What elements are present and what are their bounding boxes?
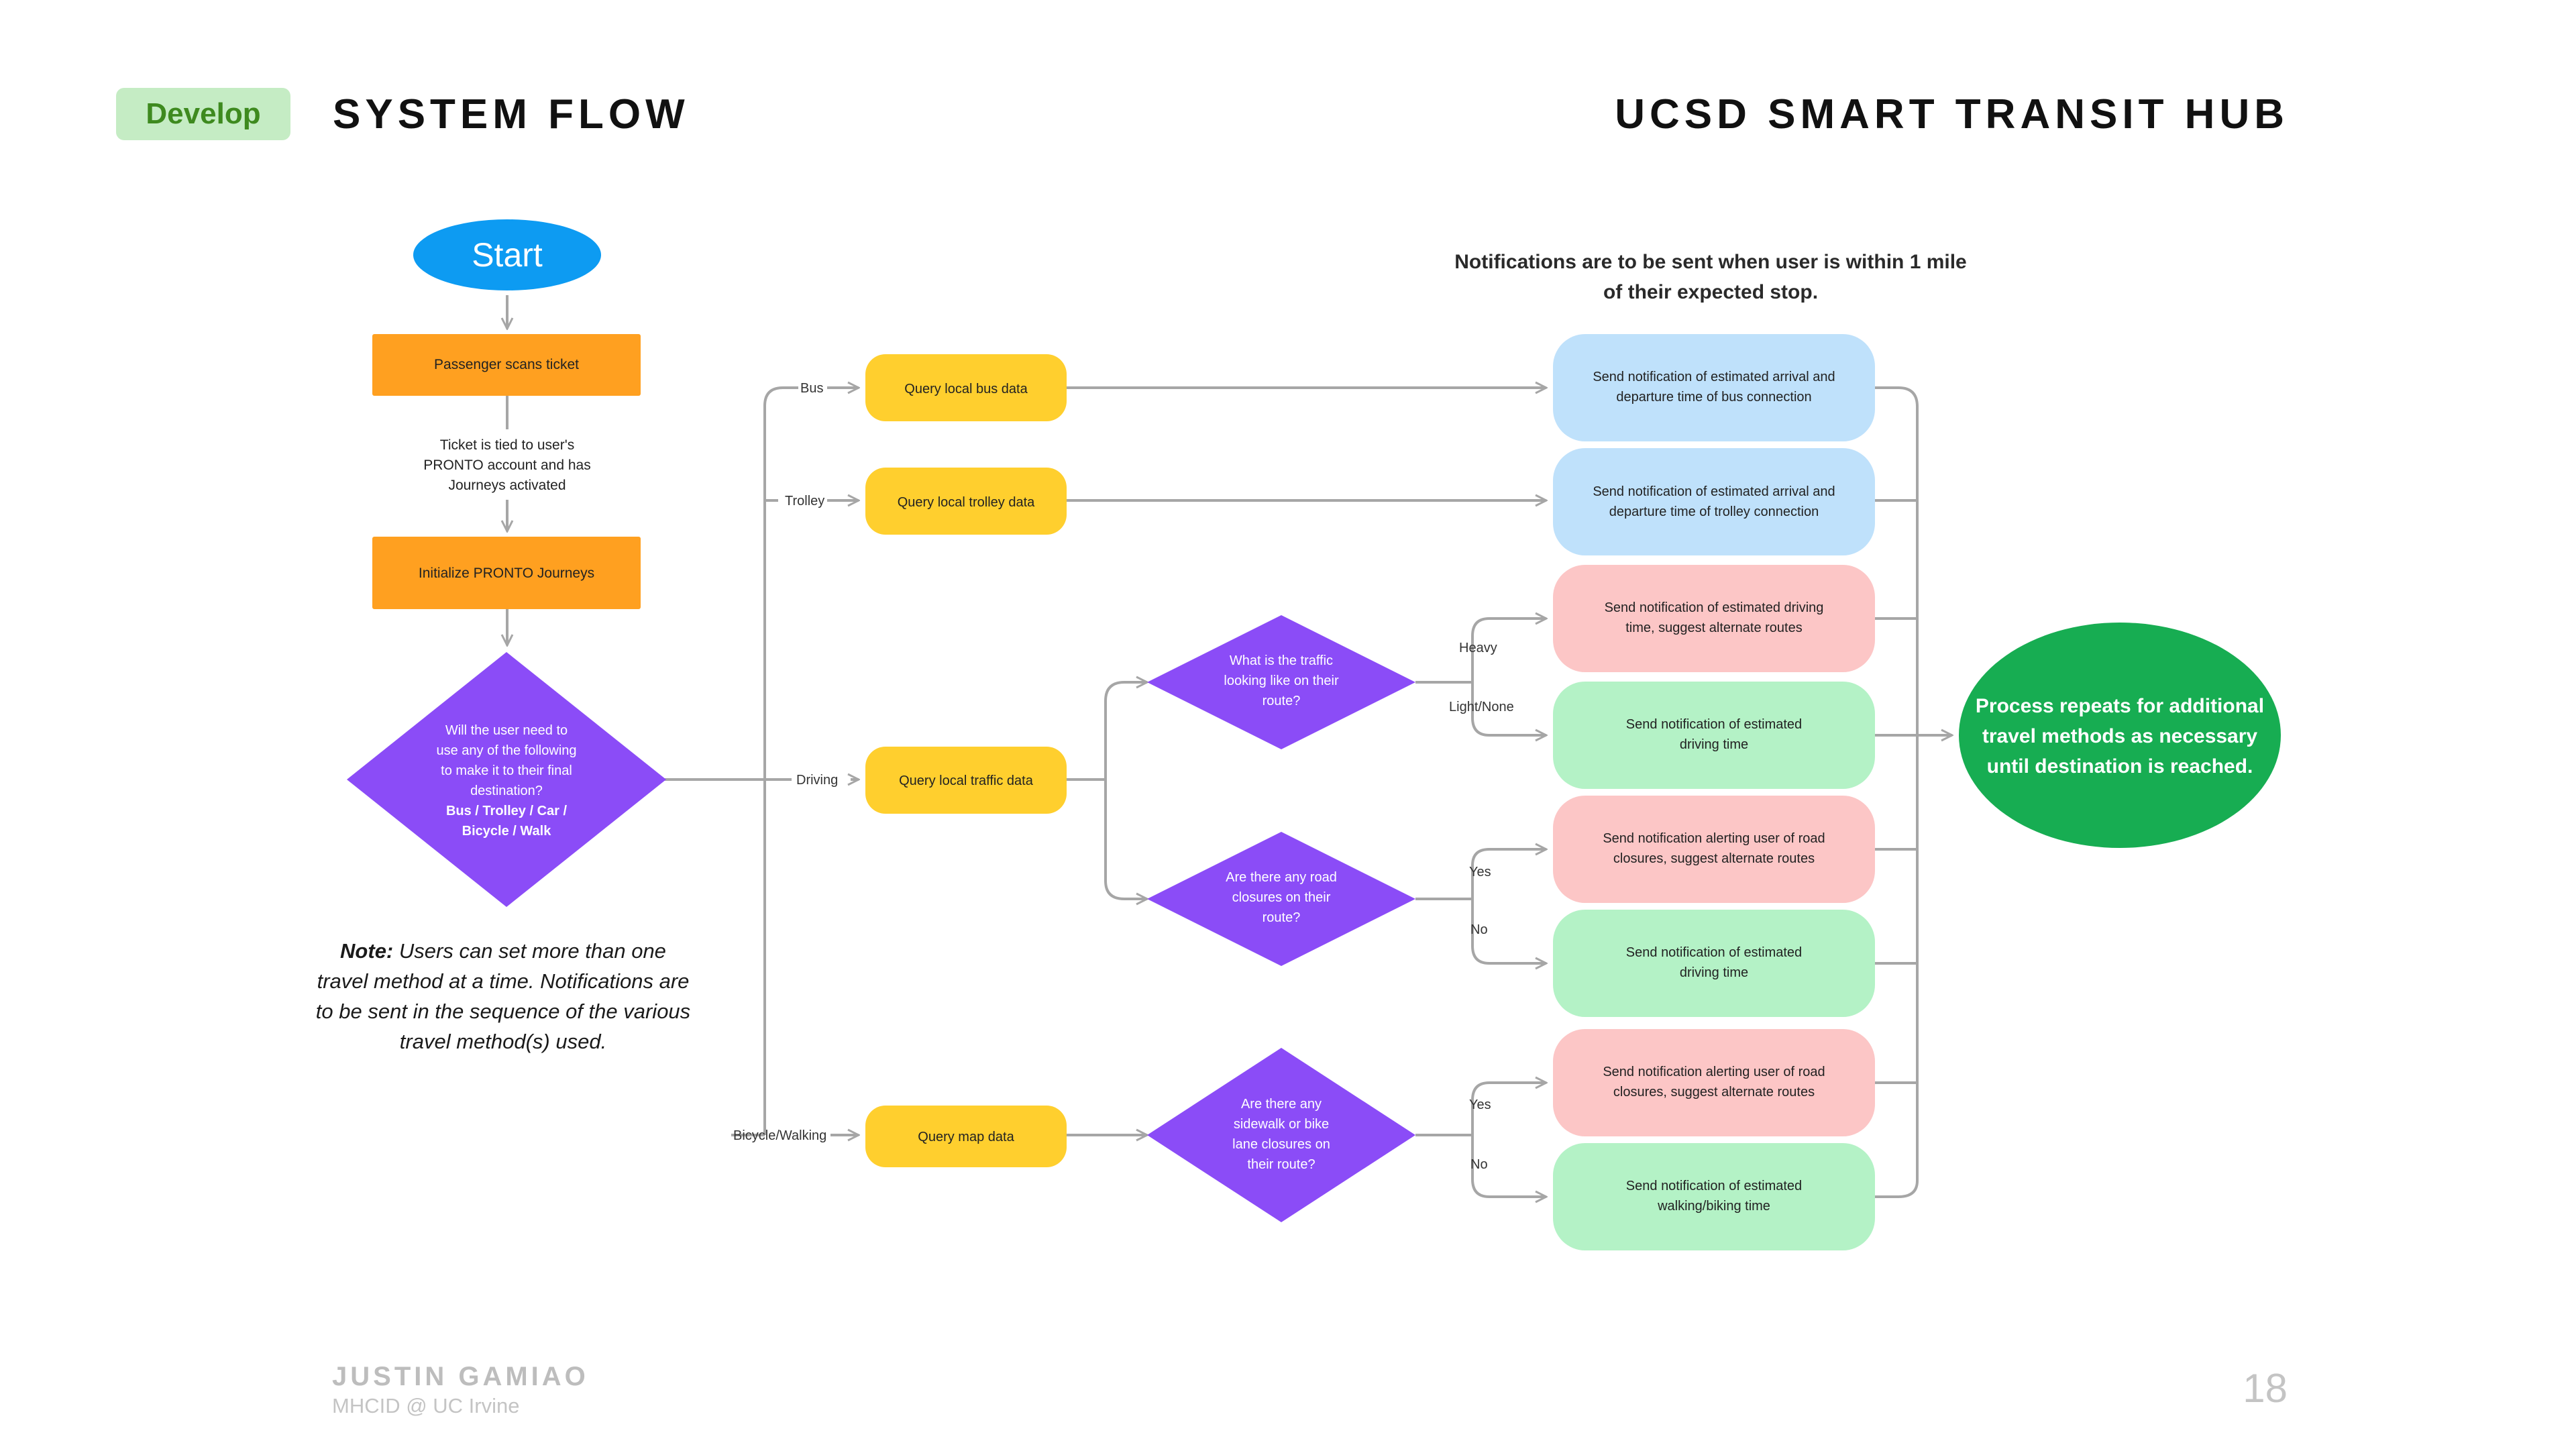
sidewalk-closures-decision: Are there any sidewalk or bike lane clos… [1147,1048,1415,1222]
notify-walk-no-line: Send notification of estimated [1626,1179,1802,1193]
notify-light-line: driving time [1680,737,1748,752]
notify-light-line: Send notification of estimated [1626,717,1802,732]
decision-options-line: Bicycle / Walk [462,824,552,839]
query-trolley: Query local trolley data [865,468,1067,535]
section-title: SYSTEM FLOW [333,91,690,138]
start-node: Start [413,219,601,290]
process-repeats-node: Process repeats for additional travel me… [1959,623,2281,848]
ticket-tied-line: PRONTO account and has [423,458,590,473]
notify-heavy-line: time, suggest alternate routes [1625,621,1802,635]
traffic-decision-line: route? [1263,694,1301,708]
branch-label-bicycle-walking: Bicycle/Walking [733,1128,826,1143]
query-trolley-label: Query local trolley data [898,495,1035,510]
query-map: Query map data [865,1106,1067,1167]
query-traffic: Query local traffic data [865,747,1067,814]
edge-label-heavy: Heavy [1459,641,1497,655]
notify-bus-line: Send notification of estimated arrival a… [1593,370,1835,384]
edge-label-yes: Yes [1469,1097,1491,1112]
author-affiliation: MHCID @ UC Irvine [332,1394,520,1417]
traffic-decision-line: looking like on their [1224,674,1339,688]
end-line: until destination is reached. [1987,755,2253,777]
edge-label-light: Light/None [1449,700,1514,714]
note-label: Note: [340,939,394,963]
notify-sidewalk-closures: Send notification alerting user of road … [1553,1029,1875,1136]
traffic-decision-line: What is the traffic [1230,653,1333,668]
branch-label-trolley: Trolley [785,494,824,508]
notify-heavy-line: Send notification of estimated driving [1605,600,1824,615]
scan-ticket-step: Passenger scans ticket [372,334,641,396]
notify-road-closures: Send notification alerting user of road … [1553,796,1875,903]
sidewalk-decision-line: Are there any [1241,1097,1322,1112]
query-map-label: Query map data [918,1130,1014,1144]
end-line: travel methods as necessary [1982,725,2258,747]
closures-decision-line: closures on their [1232,890,1331,905]
scan-ticket-label: Passenger scans ticket [434,357,579,372]
notify-no-closure-line: driving time [1680,965,1748,980]
notify-bus: Send notification of estimated arrival a… [1553,334,1875,441]
edge-label-no: No [1470,1157,1488,1172]
author-name: JUSTIN GAMIAO [332,1362,589,1391]
branch-label-driving: Driving [796,773,838,788]
project-title: UCSD SMART TRANSIT HUB [1615,91,2289,138]
notification-caption: Notifications are to be sent when user i… [1454,251,1967,303]
query-traffic-label: Query local traffic data [899,773,1034,788]
ticket-tied-text: Ticket is tied to user's PRONTO account … [423,437,590,493]
edge-label-no: No [1470,922,1488,937]
notify-closure-line: Send notification alerting user of road [1603,831,1825,846]
edge-labels: Heavy Light/None Yes No Yes No [1449,641,1514,1172]
traffic-decision: What is the traffic looking like on thei… [1147,615,1415,749]
branch-label-bus: Bus [800,381,823,396]
notify-walk-yes-line: Send notification alerting user of road [1603,1065,1825,1079]
notify-no-closure-line: Send notification of estimated [1626,945,1802,960]
ticket-tied-line: Ticket is tied to user's [440,437,574,453]
edge-label-yes: Yes [1469,865,1491,879]
notify-heavy-traffic: Send notification of estimated driving t… [1553,565,1875,672]
notify-bus-line: departure time of bus connection [1616,390,1811,405]
note-text: Users can set more than one travel metho… [315,939,691,1053]
notify-walk-yes-line: closures, suggest alternate routes [1613,1085,1815,1099]
page-number: 18 [2243,1366,2288,1411]
ticket-tied-line: Journeys activated [448,478,566,493]
sidewalk-decision-line: lane closures on [1232,1137,1330,1152]
road-closures-decision: Are there any road closures on their rou… [1147,832,1415,966]
notify-walking-time: Send notification of estimated walking/b… [1553,1143,1875,1250]
notify-trolley: Send notification of estimated arrival a… [1553,448,1875,555]
develop-badge: Develop [116,88,290,140]
decision-line: Will the user need to [445,723,568,738]
sidewalk-decision-line: their route? [1247,1157,1315,1172]
initialize-journeys-step: Initialize PRONTO Journeys [372,537,641,609]
notify-trolley-line: Send notification of estimated arrival a… [1593,484,1835,499]
branch-labels: Bus Trolley Driving Bicycle/Walking [733,381,838,1143]
end-line: Process repeats for additional [1976,695,2264,717]
travel-method-note: Note: Users can set more than one travel… [315,936,691,1057]
notify-no-closures: Send notification of estimated driving t… [1553,910,1875,1017]
connectors [507,295,1952,1197]
travel-method-decision: Will the user need to use any of the fol… [347,652,666,907]
notify-walk-no-line: walking/biking time [1657,1199,1770,1214]
closures-decision-line: Are there any road [1226,870,1337,885]
start-label: Start [472,236,543,274]
decision-line: to make it to their final [441,763,572,778]
query-bus: Query local bus data [865,354,1067,421]
decision-options-line: Bus / Trolley / Car / [446,804,568,818]
decision-line: use any of the following [436,743,576,758]
query-bus-label: Query local bus data [904,382,1028,396]
notify-light-traffic: Send notification of estimated driving t… [1553,682,1875,789]
closures-decision-line: route? [1263,910,1301,925]
sidewalk-decision-line: sidewalk or bike [1234,1117,1329,1132]
notify-closure-line: closures, suggest alternate routes [1613,851,1815,866]
initialize-label: Initialize PRONTO Journeys [419,566,594,581]
notify-trolley-line: departure time of trolley connection [1609,504,1819,519]
decision-line: destination? [470,784,543,798]
